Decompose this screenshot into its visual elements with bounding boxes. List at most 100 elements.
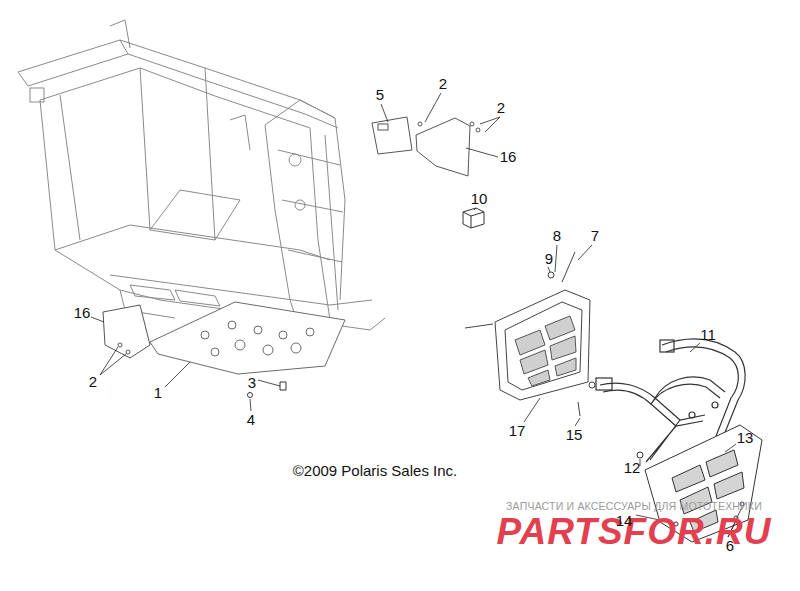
drawing-path (725, 444, 736, 452)
drawing-polygon (505, 302, 582, 390)
copyright-note: ©2009 Polaris Sales Inc. (293, 462, 457, 479)
drawing-path (55, 225, 330, 260)
fasteners (248, 382, 644, 458)
label-anchor: 1 (154, 384, 162, 402)
callout-number: 4 (247, 411, 255, 428)
callout-number: 16 (74, 304, 91, 321)
drawing-circle (263, 345, 273, 355)
drawing-path (40, 68, 310, 128)
side-panel (103, 305, 150, 358)
drawing-path (524, 398, 540, 422)
drawing-rect (378, 124, 388, 130)
drawing-path (381, 104, 388, 122)
drawing-rect (30, 88, 44, 102)
drawing-circle (279, 331, 287, 339)
drawing-polygon (515, 330, 545, 355)
drawing-circle (418, 122, 422, 126)
drawing-circle (248, 393, 253, 398)
label-anchor: 10 (471, 190, 488, 208)
drawing-path (651, 384, 720, 404)
drawing-path (690, 343, 700, 352)
drawing-circle (228, 321, 236, 329)
drawing-path (40, 95, 120, 290)
label-anchor: 6 (726, 537, 734, 555)
drawing-polygon (528, 370, 550, 386)
callout-number: 8 (553, 227, 561, 244)
label-anchor: 14 (616, 512, 633, 530)
drawing-path (603, 390, 703, 426)
drawing-path (18, 40, 128, 86)
callout-number: 17 (509, 422, 526, 439)
label-anchor: 5 (376, 86, 384, 104)
drawing-path (310, 128, 338, 320)
drawing-polygon (463, 208, 484, 228)
drawing-path (28, 54, 338, 128)
drawing-path (666, 347, 738, 436)
drawing-circle (476, 128, 480, 132)
label-anchor: 2 (497, 99, 505, 117)
label-anchor: 17 (509, 422, 526, 440)
drawing-polygon (550, 336, 576, 360)
drawing-path (110, 20, 250, 150)
callout-number: 2 (439, 75, 447, 92)
drawing-circle (118, 343, 122, 347)
label-anchor: 12 (624, 459, 641, 477)
drawing-polygon (416, 118, 470, 176)
callout-number: 5 (376, 86, 384, 103)
drawing-circle (548, 272, 554, 278)
drawing-path (280, 382, 286, 390)
label-anchor: 3 (248, 374, 256, 392)
drawing-path (463, 212, 484, 228)
callout-number: 12 (624, 459, 641, 476)
drawing-circle (306, 328, 314, 336)
drawing-path (100, 347, 126, 375)
drawing-circle (291, 343, 301, 353)
label-anchor: 15 (566, 426, 583, 444)
drawing-circle (712, 402, 718, 408)
drawing-path (466, 148, 498, 157)
label-anchor: ©2009 Polaris Sales Inc. (293, 462, 457, 480)
drawing-path (165, 362, 190, 387)
drawing-path (575, 418, 580, 426)
drawing-circle (254, 326, 262, 334)
label-anchor: 11 (700, 326, 716, 344)
callout-number: 11 (700, 326, 716, 343)
label-anchor: 9 (545, 250, 553, 268)
drawing-circle (689, 412, 695, 418)
skid-plate (150, 302, 345, 374)
drawing-circle (235, 340, 245, 350)
callout-number: 2 (497, 99, 505, 116)
label-anchor: 16 (74, 304, 91, 322)
drawing-path (18, 40, 335, 118)
drawing-path (555, 245, 557, 272)
drawing-polygon (520, 350, 548, 374)
upper-panels (372, 117, 480, 176)
drawing-circle (211, 348, 219, 356)
drawing-polygon (372, 117, 412, 154)
drawing-path (265, 125, 300, 330)
drawing-circle (637, 452, 643, 458)
drawing-polygon (672, 465, 705, 492)
drawing-path (91, 317, 104, 322)
drawing-path (474, 208, 476, 210)
drawing-polygon (706, 450, 738, 477)
drawing-rect (660, 340, 674, 352)
drawing-path (578, 245, 592, 260)
rubber-block (463, 208, 484, 228)
label-anchor: 16 (500, 148, 517, 166)
drawing-path (480, 117, 500, 132)
drawing-circle (589, 382, 595, 388)
drawing-path (150, 190, 240, 240)
callout-number: 15 (566, 426, 583, 443)
front-grille (465, 252, 595, 416)
callout-number: 10 (471, 190, 488, 207)
label-anchor: 8 (553, 227, 561, 245)
drawing-path (548, 267, 550, 272)
callout-number: 2 (89, 373, 97, 390)
drawing-circle (470, 122, 474, 126)
drawing-line (465, 324, 493, 328)
label-anchor: 7 (591, 227, 599, 245)
drawing-path (265, 100, 345, 300)
drawing-polygon (714, 472, 744, 499)
callout-number: 14 (616, 512, 633, 529)
